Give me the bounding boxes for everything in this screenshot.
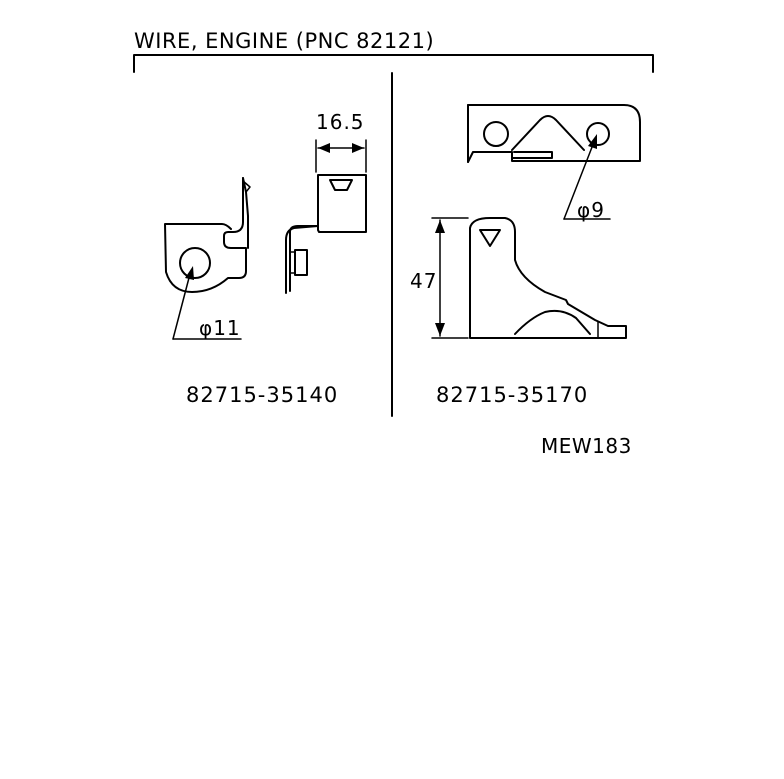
top-view-hole bbox=[483, 121, 509, 147]
width-label: 16.5 bbox=[316, 110, 365, 134]
hole-phi11 bbox=[179, 247, 211, 279]
hole-label-phi11: φ11 bbox=[199, 316, 241, 340]
part-number-left: 82715-35140 bbox=[186, 383, 338, 407]
diagram-title: WIRE, ENGINE (PNC 82121) bbox=[134, 29, 434, 53]
dimension-height bbox=[431, 217, 469, 339]
hole-label-phi9: φ9 bbox=[577, 198, 605, 222]
slot-trapezoid bbox=[329, 179, 353, 191]
part-right-drawing: φ9 47 82715-35170 bbox=[410, 104, 641, 407]
triangle-cutout bbox=[479, 229, 501, 247]
part-number-right: 82715-35170 bbox=[436, 383, 588, 407]
part-left-side-view bbox=[285, 174, 367, 294]
leader-phi9 bbox=[563, 134, 611, 220]
height-label: 47 bbox=[410, 269, 437, 293]
drawing-code: MEW183 bbox=[541, 434, 632, 458]
part-left-front-view bbox=[164, 177, 251, 293]
part-right-side-view bbox=[469, 217, 627, 339]
part-right-top-view bbox=[467, 104, 641, 163]
title-bracket bbox=[133, 54, 654, 73]
dimension-width bbox=[315, 139, 367, 173]
leader-phi11 bbox=[172, 266, 242, 340]
part-left-drawing: 16.5 φ11 82715-35140 bbox=[164, 110, 367, 407]
hole-phi9 bbox=[586, 122, 610, 146]
